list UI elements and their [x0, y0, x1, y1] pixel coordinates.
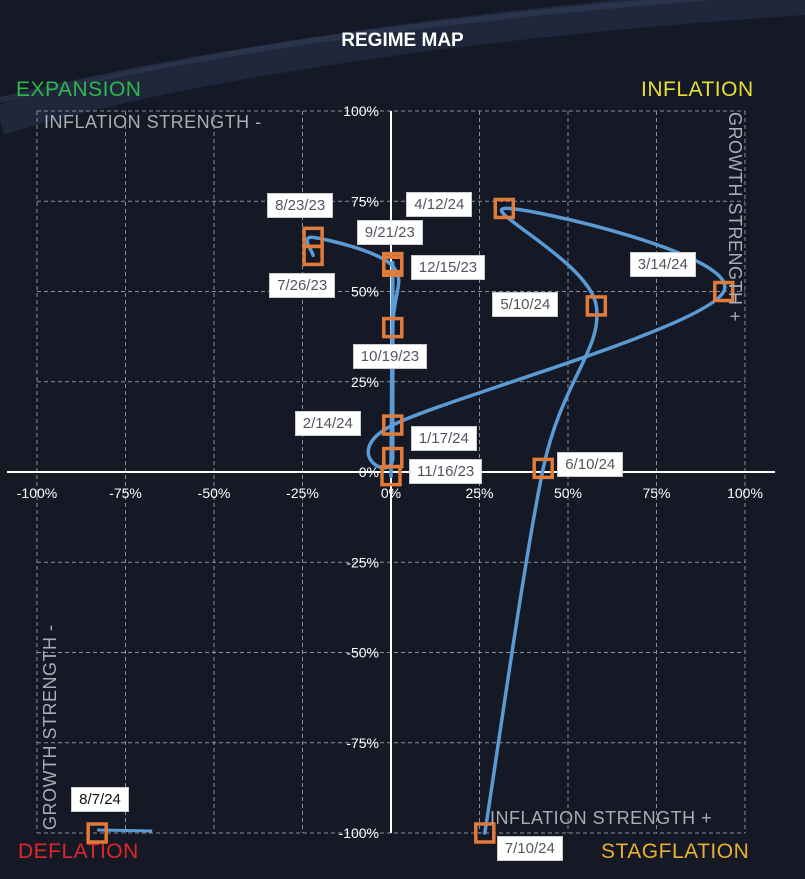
- x-tick-label: -50%: [198, 485, 231, 501]
- data-label: 11/16/23: [409, 458, 483, 484]
- data-label: 12/15/23: [410, 254, 486, 280]
- y-tick-label: 50%: [351, 284, 379, 300]
- series-line: [305, 206, 727, 835]
- quadrant-inflation: INFLATION: [641, 78, 754, 101]
- axis-label-inflation-minus: INFLATION STRENGTH -: [44, 112, 262, 132]
- data-label: 10/19/23: [352, 343, 428, 369]
- x-tick-label: 75%: [642, 485, 670, 501]
- y-tick-label: -100%: [339, 825, 379, 841]
- x-tick-label: -100%: [17, 485, 57, 501]
- data-point-marker: [474, 822, 496, 844]
- x-tick-label: 25%: [465, 485, 493, 501]
- data-label: 9/21/23: [356, 220, 423, 246]
- y-tick-label: 25%: [351, 374, 379, 390]
- data-label: 8/7/24: [71, 787, 129, 812]
- quadrant-expansion: EXPANSION: [16, 78, 142, 101]
- data-label: 1/17/24: [410, 425, 477, 451]
- data-label: 5/10/24: [492, 291, 559, 317]
- data-label: 6/10/24: [557, 452, 624, 478]
- quadrant-deflation: DEFLATION: [18, 840, 139, 863]
- data-point-marker: [585, 295, 608, 317]
- data-point-marker: [493, 197, 516, 220]
- data-label: 8/23/23: [267, 193, 334, 219]
- y-tick-label: -75%: [346, 735, 379, 751]
- data-point-marker: [382, 446, 404, 469]
- x-tick-label: 0%: [381, 485, 401, 501]
- data-point-marker: [713, 280, 735, 303]
- data-point-marker: [382, 414, 404, 436]
- axis-label-growth-minus: GROWTH STRENGTH -: [40, 624, 60, 830]
- data-label: 2/14/24: [294, 411, 361, 437]
- x-tick-label: -75%: [109, 485, 142, 501]
- x-tick-label: 100%: [727, 485, 763, 501]
- data-label: 3/14/24: [629, 251, 696, 277]
- data-point-marker: [532, 457, 554, 480]
- y-tick-label: -50%: [346, 645, 379, 661]
- data-point-marker: [86, 822, 108, 844]
- axis-label-growth-plus: GROWTH STRENGTH +: [725, 112, 745, 322]
- y-tick-label: 0%: [359, 464, 379, 480]
- data-point-marker: [382, 316, 404, 339]
- y-tick-label: 75%: [351, 193, 379, 209]
- data-label: 7/26/23: [269, 273, 336, 299]
- data-label: 7/10/24: [496, 836, 563, 861]
- x-tick-label: 50%: [554, 485, 582, 501]
- y-tick-label: 100%: [343, 103, 379, 119]
- axis-label-inflation-plus: INFLATION STRENGTH +: [490, 808, 713, 828]
- quadrant-stagflation: STAGFLATION: [601, 840, 750, 863]
- data-point-marker: [302, 226, 324, 249]
- x-tick-label: -25%: [286, 485, 319, 501]
- data-label: 4/12/24: [406, 192, 473, 218]
- data-point-marker: [382, 251, 404, 274]
- chart-title: REGIME MAP: [341, 30, 464, 51]
- y-tick-label: -25%: [346, 554, 379, 570]
